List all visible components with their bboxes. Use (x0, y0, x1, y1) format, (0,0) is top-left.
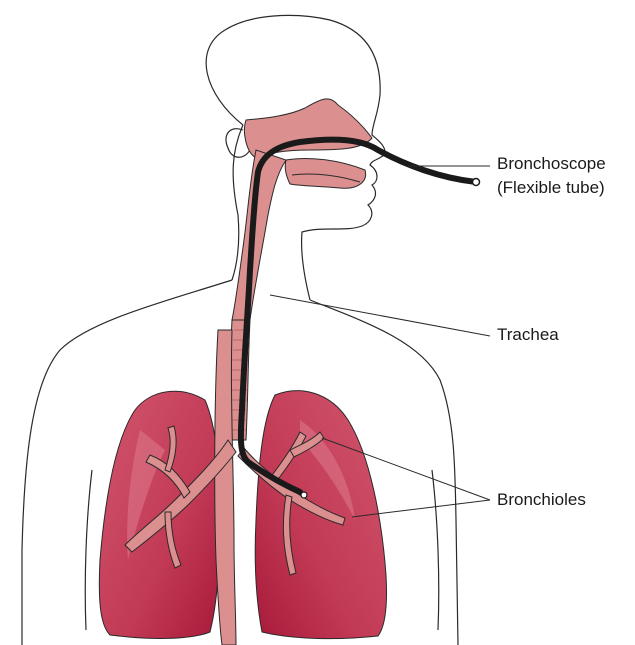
left-arm-line (85, 470, 92, 630)
head-outline (206, 15, 385, 300)
bronchoscope-label: Bronchoscope (497, 153, 606, 175)
nasal-cavity (244, 99, 372, 158)
bronchioles-label: Bronchioles (497, 489, 586, 511)
bronchoscope-sublabel: (Flexible tube) (497, 177, 605, 199)
right-arm-line (432, 470, 439, 630)
bronchoscope-tip (301, 492, 307, 498)
oral-cavity (285, 158, 365, 188)
trachea-label: Trachea (497, 324, 559, 346)
bronchoscope-handle-end (473, 179, 480, 186)
